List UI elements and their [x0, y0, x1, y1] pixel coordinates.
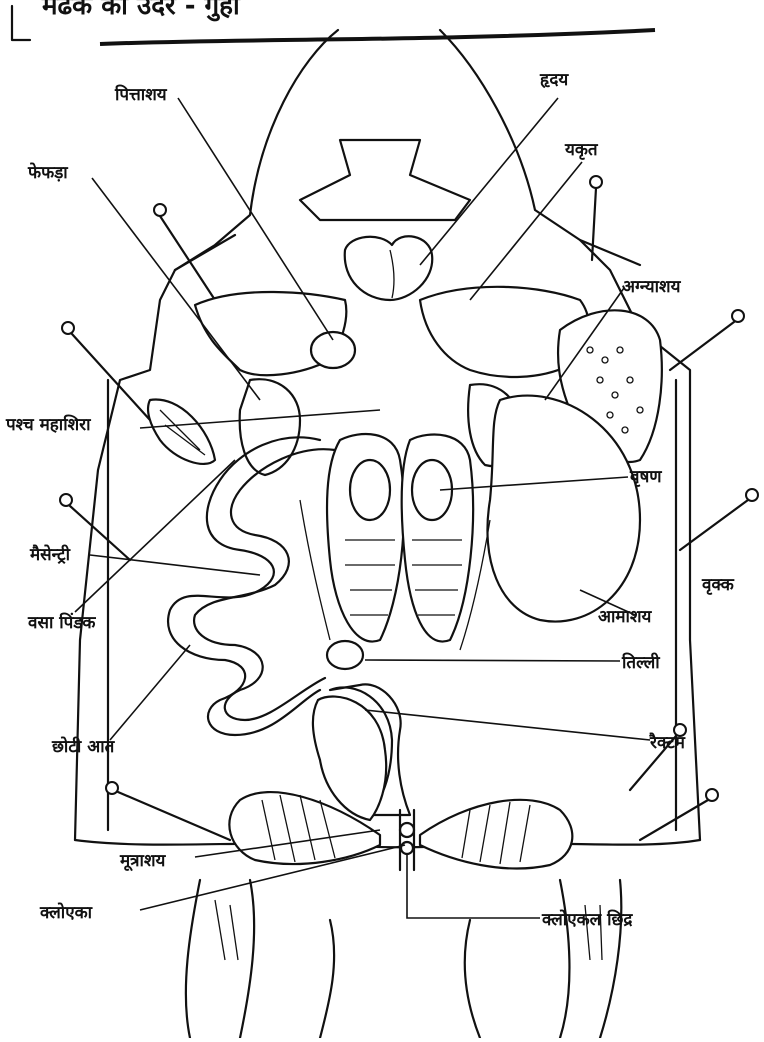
label-lung: फेफड़ा	[27, 162, 68, 183]
title: मेंढक का उदर - गुहा	[41, 0, 241, 22]
label-rectum: रैक्टम	[649, 732, 686, 753]
label-post-caval: पश्च महाशिरा	[5, 414, 91, 435]
label-cloaca: क्लोएका	[39, 902, 93, 923]
label-stomach: आमाशय	[598, 607, 653, 627]
label-small-intestine: छोटी आत	[51, 736, 116, 757]
label-pancreas: अग्न्याशय	[622, 277, 682, 297]
label-spleen: तिल्ली	[621, 652, 660, 673]
label-gall-bladder: पित्ताशय	[114, 84, 168, 105]
title-block: मेंढक का उदर - गुहा	[12, 0, 655, 44]
organs	[148, 140, 662, 870]
label-fat-body: वसा पिंडक	[27, 612, 96, 633]
label-heart: हृदय	[539, 70, 569, 90]
label-bladder: मूत्राशय	[119, 851, 167, 872]
label-mesentery: मैसेन्ट्री	[29, 544, 71, 565]
label-cloacal-aperture: क्लोएकल छिद्र	[541, 909, 633, 930]
label-liver: यकृत	[564, 140, 599, 160]
label-kidney: वृक्क	[701, 575, 735, 595]
label-testis: वृषण	[629, 467, 662, 487]
